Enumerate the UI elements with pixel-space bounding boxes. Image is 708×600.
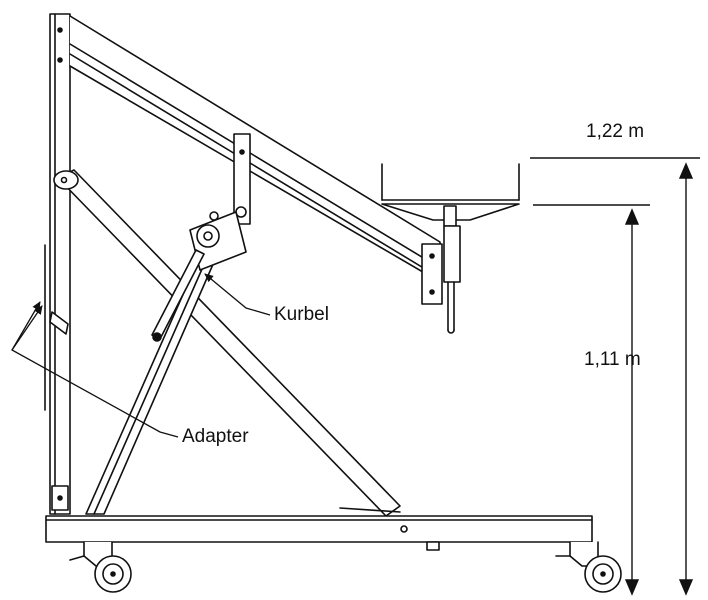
leader-adapter — [11, 301, 179, 438]
dimension-line-mid — [533, 204, 650, 596]
dimension-line-top — [530, 157, 700, 596]
adapter-plate — [49, 311, 69, 335]
label-adapter: Adapter — [182, 426, 249, 447]
diagonal-brace — [53, 169, 401, 517]
caster-right — [555, 541, 622, 593]
hydraulic-support — [85, 255, 215, 515]
lifting-cradle — [381, 163, 520, 334]
base-frame — [45, 507, 593, 551]
dimension-label-1-11m: 1,11 m — [584, 349, 641, 370]
label-kurbel: Kurbel — [274, 304, 329, 325]
dimension-label-1-22m: 1,22 m — [586, 121, 645, 142]
leader-kurbel — [204, 273, 271, 316]
caster-left — [69, 541, 132, 593]
boom-arm — [69, 15, 443, 305]
vertical-mast — [44, 13, 71, 515]
hydraulic-ram — [151, 133, 251, 342]
